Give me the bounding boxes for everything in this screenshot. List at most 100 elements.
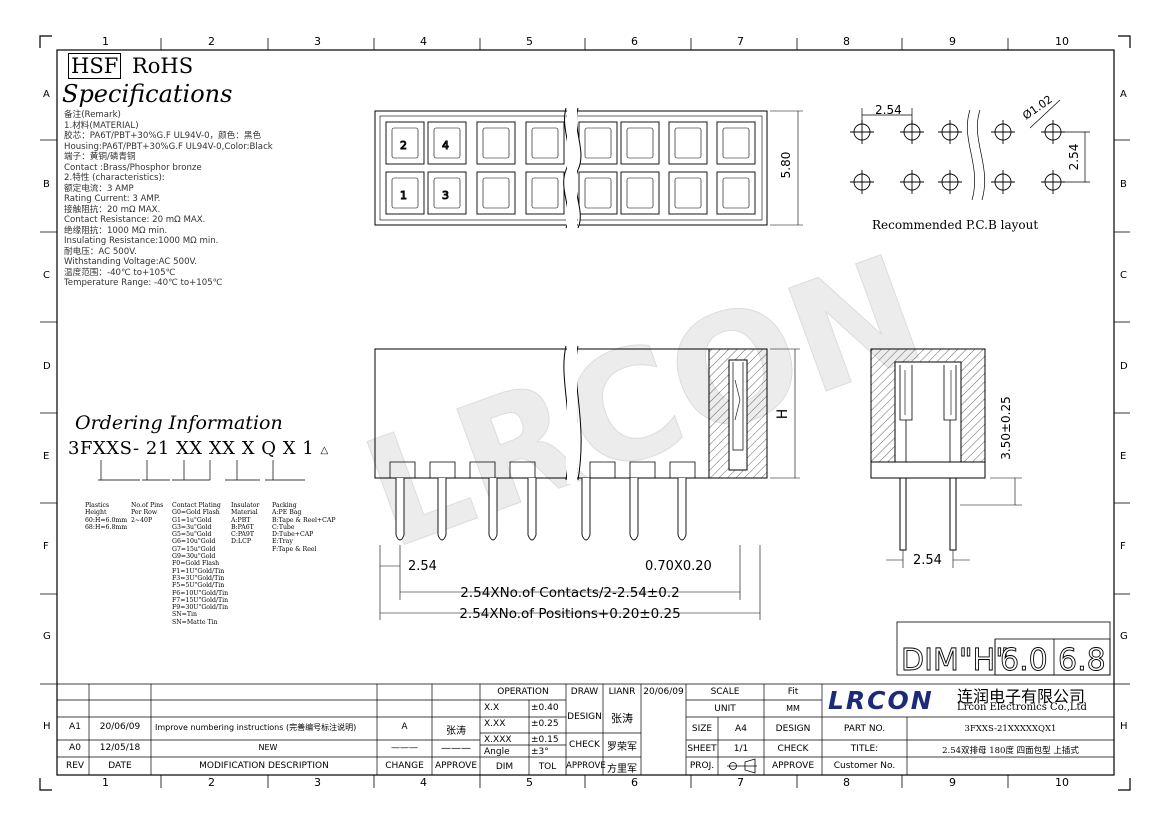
rev-code: A1 xyxy=(69,722,81,732)
ordering-option: 68:H=6.8mm xyxy=(85,523,128,531)
ordering-option: 60:H=6.0mm xyxy=(85,516,128,524)
ordering-option: F6=10U"Gold/Tin xyxy=(172,589,229,597)
ordering-option: G6=10u"Gold xyxy=(172,538,216,546)
row-label: A xyxy=(1120,89,1127,100)
spec-line: 胶芯：PA6T/PBT+30%G.F UL94V-0，颜色：黑色 xyxy=(64,131,262,141)
body-notch xyxy=(469,461,496,478)
body-notch xyxy=(629,461,656,478)
column-label: 3 xyxy=(314,776,321,789)
top-view-cell xyxy=(578,121,618,165)
contact-pin xyxy=(581,478,591,541)
company-name-en: Lrcon Electronics Co.,Ltd xyxy=(957,702,1087,713)
ordering-group-title: No.of Pins Per Row xyxy=(131,502,164,517)
dim-table-value-1: 6.0 xyxy=(1000,643,1048,678)
tol-dim: DIM xyxy=(495,762,514,772)
column-label: 6 xyxy=(631,776,638,789)
pcb-hole xyxy=(938,120,962,144)
size-label: SIZE xyxy=(691,724,713,734)
ordering-group-title: Contact Plating xyxy=(172,502,221,509)
column-label: 2 xyxy=(208,776,215,789)
ordering-option: G9=30u"Gold xyxy=(172,553,216,561)
ordering-leaders xyxy=(98,460,305,481)
column-label: 5 xyxy=(526,35,533,48)
tol-tol: TOL xyxy=(538,762,557,772)
rev-footer-date: DATE xyxy=(108,761,132,771)
approve-name: 方里军 xyxy=(607,764,637,775)
check-sign-label: CHECK xyxy=(777,744,809,754)
tol-precision: X.X xyxy=(484,703,500,713)
top-view-cell xyxy=(668,171,708,215)
column-label: 6 xyxy=(631,35,638,48)
front-view xyxy=(374,345,800,620)
spec-line: Temperature Range: -40℃ to+105℃ xyxy=(64,278,223,288)
ordering-option: C:Tube xyxy=(272,523,295,531)
row-label: H xyxy=(43,721,51,732)
company-logo: LRCON xyxy=(828,686,934,715)
ordering-option: D:Tube+CAP xyxy=(272,531,314,539)
spec-line: Contact :Brass/Phosphor bronze xyxy=(64,162,202,173)
column-label: 7 xyxy=(737,776,744,789)
pcb-break xyxy=(861,99,1090,201)
tol-operation: OPERATION xyxy=(497,687,549,697)
row-label: G xyxy=(43,631,51,642)
column-label: 3 xyxy=(314,35,321,48)
pin-number-label: 2 xyxy=(400,139,407,152)
row-label: E xyxy=(43,451,50,462)
top-view-cell: 2 xyxy=(385,121,425,165)
ordering-option: G3=3u"Gold xyxy=(172,523,212,531)
row-label: D xyxy=(1120,361,1128,372)
ordering-option: G1=1u"Gold xyxy=(172,516,212,524)
column-label: 8 xyxy=(843,35,850,48)
tol-precision: X.XXX xyxy=(484,735,512,745)
check-name: 罗荣军 xyxy=(607,742,637,753)
dim-table-frame xyxy=(896,621,1111,676)
spec-line: 2.特性 (characteristics): xyxy=(64,173,165,183)
body-notch xyxy=(589,461,616,478)
ordering-option: SN=Matte Tin xyxy=(172,618,218,626)
pcb-pitch-x: 2.54 xyxy=(875,103,902,117)
column-label: 7 xyxy=(737,35,744,48)
ordering-option: F3=3U"Gold/Tin xyxy=(172,574,225,582)
column-label: 1 xyxy=(102,776,109,789)
pin-number-label: 4 xyxy=(442,139,449,152)
hsf-label: HSF xyxy=(68,53,122,79)
pcb-hole: Ø1.02 xyxy=(1020,93,1055,123)
specs-title: Specifications xyxy=(62,80,233,108)
row-label: F xyxy=(43,541,49,552)
top-view-cell xyxy=(578,171,618,215)
row-label: F xyxy=(1120,541,1126,552)
row-label: B xyxy=(1120,179,1127,190)
contact-pin xyxy=(527,478,537,541)
ordering-option: F5=5U"Gold/Tin xyxy=(172,582,225,590)
part-no-value: 3FXXS-21XXXXXQX1 xyxy=(964,724,1057,734)
pcb-pitch-y: 2.54 xyxy=(1067,144,1081,171)
spec-line: Contact Resistance: 20 mΩ MAX. xyxy=(64,215,206,225)
tol-value: ±0.25 xyxy=(531,719,559,729)
tol-precision: X.XX xyxy=(484,719,506,729)
draw-date: 20/06/09 xyxy=(643,687,684,697)
rev-description: NEW xyxy=(258,743,278,752)
contact-pin xyxy=(629,478,639,541)
top-view-cell xyxy=(716,171,756,215)
column-label: 9 xyxy=(949,776,956,789)
spec-line: Insulating Resistance:1000 MΩ min. xyxy=(64,236,219,246)
column-label: 10 xyxy=(1055,776,1069,789)
spec-line: 额定电流：3 AMP xyxy=(64,183,134,194)
draw-label: DRAW xyxy=(570,687,599,697)
pcb-hole xyxy=(938,170,962,194)
ordering-option: F1=1U"Gold/Tin xyxy=(172,567,225,575)
proj-label: PROJ. xyxy=(689,761,715,771)
scale-value: Fit xyxy=(787,687,799,697)
projection-symbol xyxy=(727,758,757,774)
top-view-cell xyxy=(716,121,756,165)
ordering-option: 2~40P xyxy=(131,516,153,524)
spec-line: 绝缘阻抗：1000 MΩ min. xyxy=(64,225,168,236)
rev-footer-change: CHANGE xyxy=(385,761,424,771)
top-view-cell xyxy=(525,171,565,215)
grid-ticks xyxy=(40,38,1130,788)
